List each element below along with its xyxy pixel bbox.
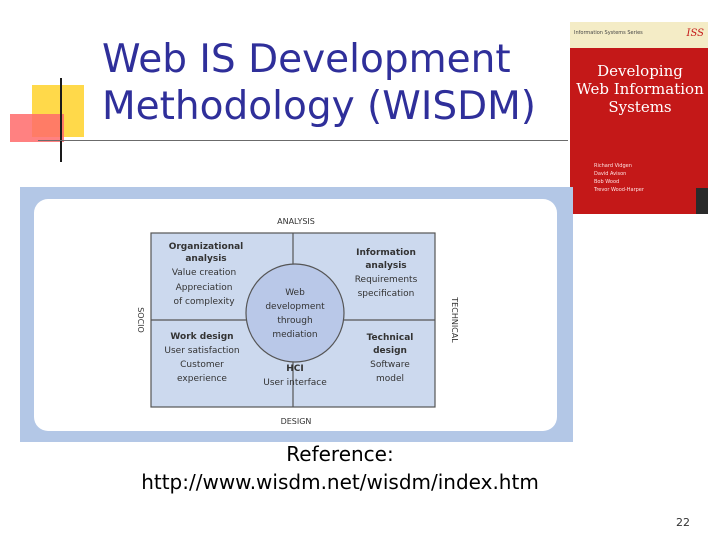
organizational-analysis-title: Organizational <box>169 242 244 252</box>
information-analysis-item: Requirements <box>355 275 418 285</box>
organizational-analysis-item: of complexity <box>173 297 235 307</box>
wisdm-diagram: ANALYSIS DESIGN SOCIO TECHNICAL Organiza… <box>34 199 557 431</box>
title-underline <box>38 140 568 141</box>
reference-label: Reference: <box>40 440 640 468</box>
book-author: Trevor Wood-Harper <box>594 186 644 194</box>
mediation-text: development <box>265 302 325 312</box>
book-cover-image: Information Systems Series ISS Developin… <box>570 22 708 214</box>
mediation-circle <box>246 264 344 362</box>
information-analysis-title-2: analysis <box>365 261 406 271</box>
book-title: Developing Web Information Systems <box>576 62 704 116</box>
book-title-line-1: Developing <box>576 62 704 80</box>
organizational-analysis-item: Value creation <box>172 268 236 278</box>
information-analysis-title: Information <box>356 248 416 258</box>
book-barcode-stripe <box>696 188 708 214</box>
mediation-text: Web <box>285 288 305 298</box>
mediation-text: mediation <box>272 330 317 340</box>
organizational-analysis-title-2: analysis <box>185 254 226 264</box>
decorative-red-bar <box>10 114 64 142</box>
reference-block: Reference: http://www.wisdm.net/wisdm/in… <box>40 440 640 496</box>
work-design-item: User satisfaction <box>164 346 239 356</box>
analysis-label: ANALYSIS <box>277 217 315 226</box>
book-author: Richard Vidgen <box>594 162 644 170</box>
book-title-line-3: Systems <box>576 98 704 116</box>
work-design-title: Work design <box>170 332 233 342</box>
book-series-label: Information Systems Series <box>574 30 643 36</box>
page-number: 22 <box>650 516 690 529</box>
mediation-text: through <box>277 316 312 326</box>
technical-design-item: Software <box>370 360 410 370</box>
book-authors: Richard Vidgen David Avison Bob Wood Tre… <box>594 162 644 194</box>
book-series-badge: ISS <box>687 28 704 39</box>
slide-title: Web IS Development Methodology (WISDM) <box>102 36 572 130</box>
work-design-item: Customer <box>180 360 224 370</box>
socio-label: SOCIO <box>136 307 145 333</box>
technical-design-title-2: design <box>373 346 407 356</box>
information-analysis-item: specification <box>358 289 415 299</box>
design-label: DESIGN <box>281 417 312 426</box>
diagram-panel-inner: ANALYSIS DESIGN SOCIO TECHNICAL Organiza… <box>34 199 557 431</box>
book-author: David Avison <box>594 170 644 178</box>
diagram-panel: ANALYSIS DESIGN SOCIO TECHNICAL Organiza… <box>20 187 573 442</box>
hci-title: HCI <box>286 364 304 374</box>
slide-title-line-2: Methodology (WISDM) <box>102 83 572 130</box>
technical-design-title: Technical <box>367 333 414 343</box>
organizational-analysis-item: Appreciation <box>176 283 233 293</box>
technical-label: TECHNICAL <box>450 296 459 343</box>
book-author: Bob Wood <box>594 178 644 186</box>
decorative-vertical-line <box>60 78 62 162</box>
book-title-line-2: Web Information <box>576 80 704 98</box>
reference-url: http://www.wisdm.net/wisdm/index.htm <box>40 468 640 496</box>
work-design-item: experience <box>177 374 227 384</box>
technical-design-item: model <box>376 374 404 384</box>
hci-item: User interface <box>263 378 327 388</box>
slide-title-line-1: Web IS Development <box>102 36 572 83</box>
